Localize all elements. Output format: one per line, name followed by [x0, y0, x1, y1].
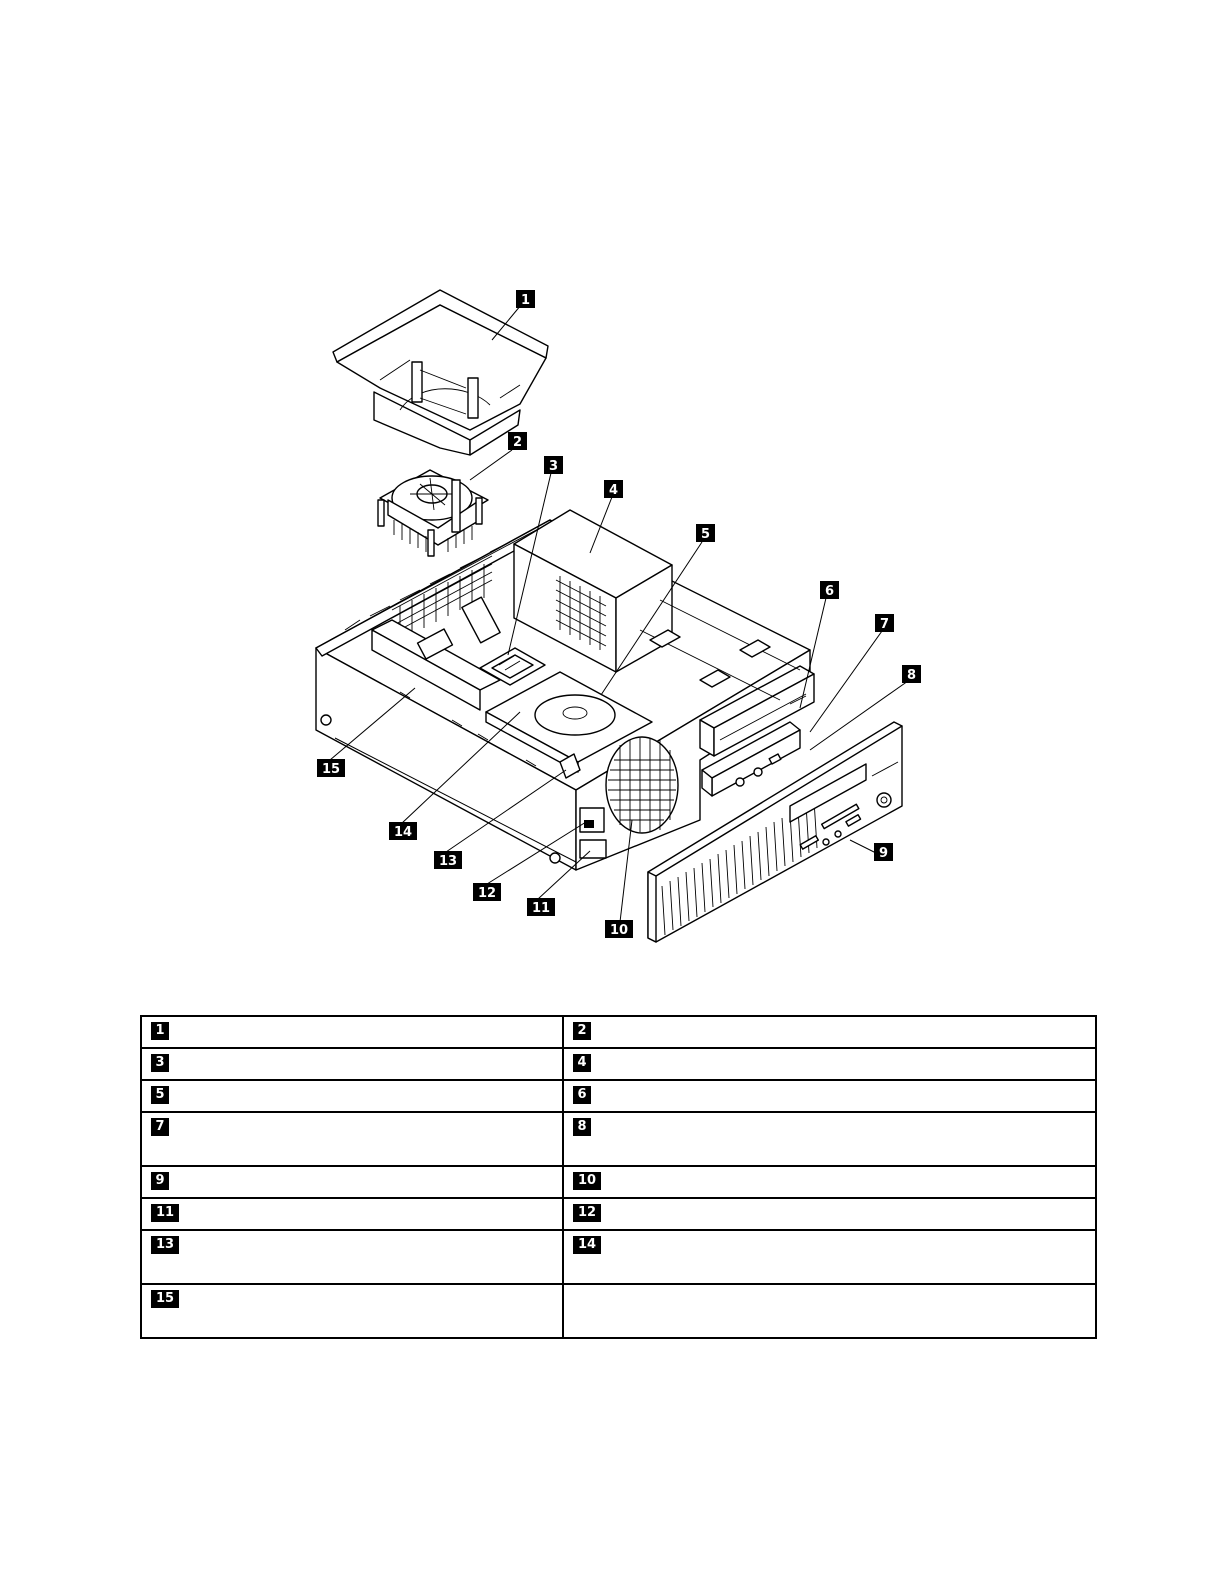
legend-cell: 3	[140, 1047, 564, 1081]
legend-cell: 13	[140, 1229, 564, 1285]
legend-cell: 6	[562, 1079, 1097, 1113]
callout-10: 10	[605, 920, 633, 938]
callout-2: 2	[508, 432, 527, 450]
legend-badge: 8	[573, 1118, 591, 1136]
legend-cell: 7	[140, 1111, 564, 1167]
legend-row: 11 12	[140, 1197, 1097, 1231]
legend-row: 5 6	[140, 1079, 1097, 1113]
legend-row: 1 2	[140, 1015, 1097, 1049]
callout-12: 12	[473, 883, 501, 901]
exploded-computer-diagram: 1 2 3 4 5 6 7 8 9 10 11 12 13 14 15	[315, 289, 921, 943]
legend-cell: 5	[140, 1079, 564, 1113]
svg-text:4: 4	[609, 483, 618, 498]
svg-text:10: 10	[610, 923, 628, 938]
front-bezel-drawing	[647, 721, 903, 943]
legend-badge: 15	[151, 1290, 179, 1308]
legend-cell-empty	[562, 1283, 1097, 1339]
legend-badge: 10	[573, 1172, 601, 1190]
svg-text:8: 8	[907, 668, 916, 683]
svg-text:6: 6	[825, 584, 834, 599]
callout-11: 11	[527, 898, 555, 916]
legend-row: 3 4	[140, 1047, 1097, 1081]
legend-badge: 5	[151, 1086, 169, 1104]
air-baffle-drawing	[332, 289, 549, 456]
svg-text:2: 2	[513, 435, 522, 450]
legend-row: 13 14	[140, 1229, 1097, 1285]
svg-text:3: 3	[549, 459, 558, 474]
legend-row: 7 8	[140, 1111, 1097, 1167]
legend-cell: 8	[562, 1111, 1097, 1167]
svg-text:5: 5	[701, 527, 710, 542]
legend-cell: 12	[562, 1197, 1097, 1231]
callout-14: 14	[389, 822, 417, 840]
chassis-drawing	[315, 509, 815, 871]
legend-badge: 2	[573, 1022, 591, 1040]
legend-badge: 7	[151, 1118, 169, 1136]
legend-row: 15	[140, 1283, 1097, 1339]
legend-badge: 1	[151, 1022, 169, 1040]
svg-text:7: 7	[880, 617, 889, 632]
legend-badge: 6	[573, 1086, 591, 1104]
legend-cell: 9	[140, 1165, 564, 1199]
callout-8: 8	[902, 665, 921, 683]
callout-1: 1	[516, 290, 535, 308]
legend-cell: 4	[562, 1047, 1097, 1081]
callout-13: 13	[434, 851, 462, 869]
svg-text:15: 15	[322, 762, 340, 777]
legend-row: 9 10	[140, 1165, 1097, 1199]
callout-9: 9	[874, 843, 893, 861]
legend-badge: 4	[573, 1054, 591, 1072]
legend-badge: 3	[151, 1054, 169, 1072]
legend-badge: 14	[573, 1236, 601, 1254]
callout-6: 6	[820, 581, 839, 599]
leader-lines	[329, 304, 909, 923]
svg-text:14: 14	[394, 825, 412, 840]
parts-legend-table: 1 2 3 4 5 6 7 8 9 10 11 12 13 14 15	[140, 1015, 1097, 1339]
legend-badge: 11	[151, 1204, 179, 1222]
legend-badge: 13	[151, 1236, 179, 1254]
svg-text:11: 11	[532, 901, 550, 916]
callout-15: 15	[317, 759, 345, 777]
legend-badge: 12	[573, 1204, 601, 1222]
legend-cell: 11	[140, 1197, 564, 1231]
svg-text:9: 9	[879, 846, 888, 861]
svg-text:1: 1	[521, 293, 530, 308]
svg-text:12: 12	[478, 886, 496, 901]
legend-badge: 9	[151, 1172, 169, 1190]
legend-cell: 1	[140, 1015, 564, 1049]
legend-cell: 10	[562, 1165, 1097, 1199]
callout-3: 3	[544, 456, 563, 474]
legend-cell: 15	[140, 1283, 564, 1339]
svg-text:13: 13	[439, 854, 457, 869]
callout-4: 4	[604, 480, 623, 498]
callout-5: 5	[696, 524, 715, 542]
legend-cell: 14	[562, 1229, 1097, 1285]
legend-cell: 2	[562, 1015, 1097, 1049]
heat-sink-fan-drawing	[377, 469, 489, 557]
callout-7: 7	[875, 614, 894, 632]
